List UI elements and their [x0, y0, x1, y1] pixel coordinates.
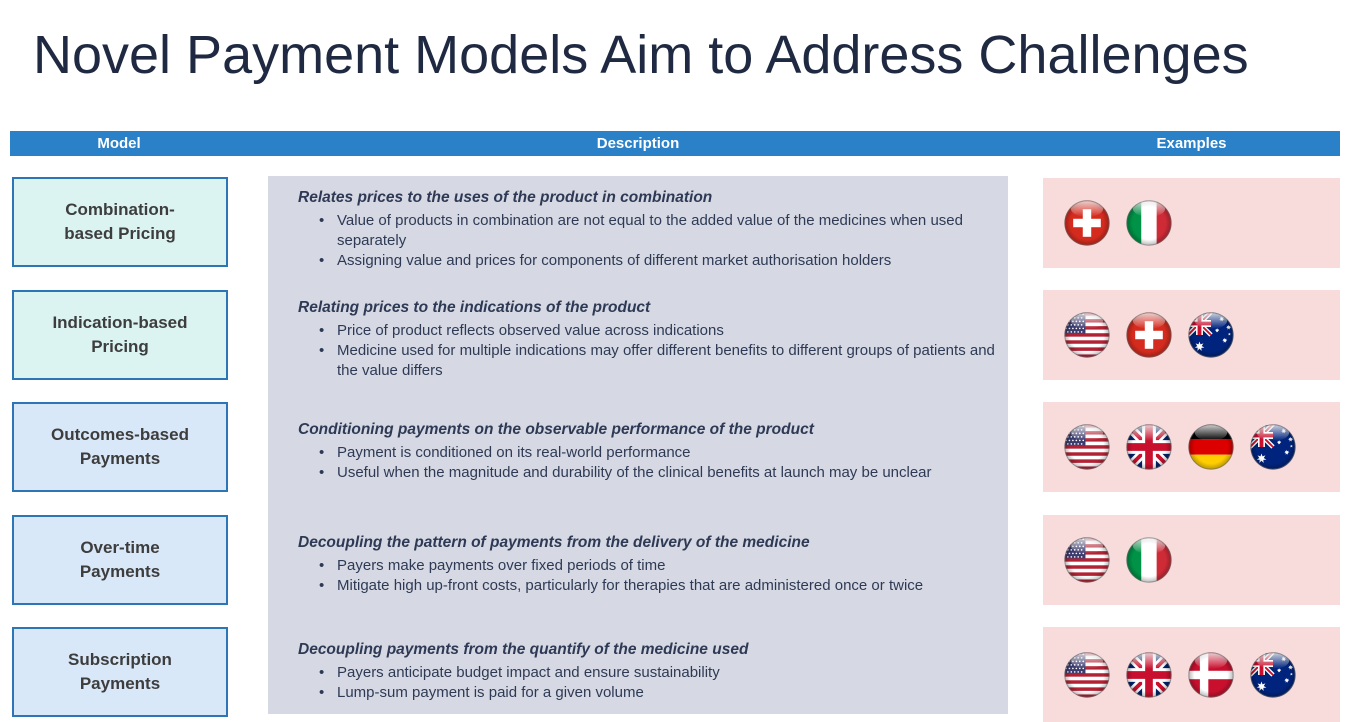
- bullet-item: Payers make payments over fixed periods …: [298, 556, 1000, 576]
- description-row: Relating prices to the indications of th…: [298, 298, 1000, 381]
- bullet-item: Medicine used for multiple indications m…: [298, 341, 1000, 381]
- bullet-item: Price of product reflects observed value…: [298, 321, 1000, 341]
- description-heading: Relates prices to the uses of the produc…: [298, 189, 713, 206]
- description-heading: Decoupling the pattern of payments from …: [298, 534, 810, 551]
- column-header-description: Description: [596, 135, 680, 152]
- switzerland-flag-icon: [1064, 200, 1110, 246]
- switzerland-flag-icon: [1126, 312, 1172, 358]
- germany-flag-icon: [1188, 424, 1234, 470]
- australia-flag-icon: [1250, 651, 1296, 698]
- description-row: Decoupling payments from the quantify of…: [298, 640, 1000, 703]
- bullet-item: Mitigate high up-front costs, particular…: [298, 576, 1000, 596]
- australia-flag-icon: [1250, 424, 1296, 470]
- bullet-item: Useful when the magnitude and durability…: [298, 463, 1000, 483]
- examples-row: [1043, 402, 1340, 492]
- examples-row: [1043, 178, 1340, 268]
- model-box-subscription-payments: Subscription Payments: [12, 627, 228, 717]
- description-row: Decoupling the pattern of payments from …: [298, 533, 1000, 596]
- description-heading: Decoupling payments from the quantify of…: [298, 641, 749, 658]
- model-box-combination-based-pricing: Combination-based Pricing: [12, 177, 228, 267]
- description-row: Conditioning payments on the observable …: [298, 420, 1000, 483]
- italy-flag-icon: [1126, 200, 1172, 246]
- examples-row: [1043, 627, 1340, 722]
- denmark-flag-icon: [1188, 651, 1234, 698]
- description-row: Relates prices to the uses of the produc…: [298, 188, 1000, 271]
- uk-flag-icon: [1126, 424, 1172, 470]
- italy-flag-icon: [1126, 537, 1172, 583]
- bullet-list: Payers anticipate budget impact and ensu…: [298, 663, 1000, 703]
- page-title: Novel Payment Models Aim to Address Chal…: [33, 25, 1249, 85]
- model-box-outcomes-based-payments: Outcomes-based Payments: [12, 402, 228, 492]
- description-heading: Relating prices to the indications of th…: [298, 299, 651, 316]
- usa-flag-icon: [1064, 312, 1110, 358]
- usa-flag-icon: [1064, 424, 1110, 470]
- usa-flag-icon: [1064, 651, 1110, 698]
- description-heading: Conditioning payments on the observable …: [298, 421, 814, 438]
- examples-row: [1043, 290, 1340, 380]
- usa-flag-icon: [1064, 537, 1110, 583]
- bullet-list: Price of product reflects observed value…: [298, 321, 1000, 381]
- bullet-list: Payment is conditioned on its real-world…: [298, 443, 1000, 483]
- model-box-over-time-payments: Over-time Payments: [12, 515, 228, 605]
- australia-flag-icon: [1188, 312, 1234, 358]
- column-header-model: Model: [97, 135, 141, 152]
- bullet-item: Value of products in combination are not…: [298, 211, 1000, 251]
- bullet-item: Assigning value and prices for component…: [298, 251, 1000, 271]
- table-header-bar: Model Description Examples: [10, 131, 1340, 156]
- bullet-list: Value of products in combination are not…: [298, 211, 1000, 271]
- column-header-examples: Examples: [1156, 135, 1227, 152]
- uk-flag-icon: [1126, 651, 1172, 698]
- model-box-indication-based-pricing: Indication-based Pricing: [12, 290, 228, 380]
- bullet-item: Lump-sum payment is paid for a given vol…: [298, 683, 1000, 703]
- examples-row: [1043, 515, 1340, 605]
- bullet-list: Payers make payments over fixed periods …: [298, 556, 1000, 596]
- bullet-item: Payment is conditioned on its real-world…: [298, 443, 1000, 463]
- bullet-item: Payers anticipate budget impact and ensu…: [298, 663, 1000, 683]
